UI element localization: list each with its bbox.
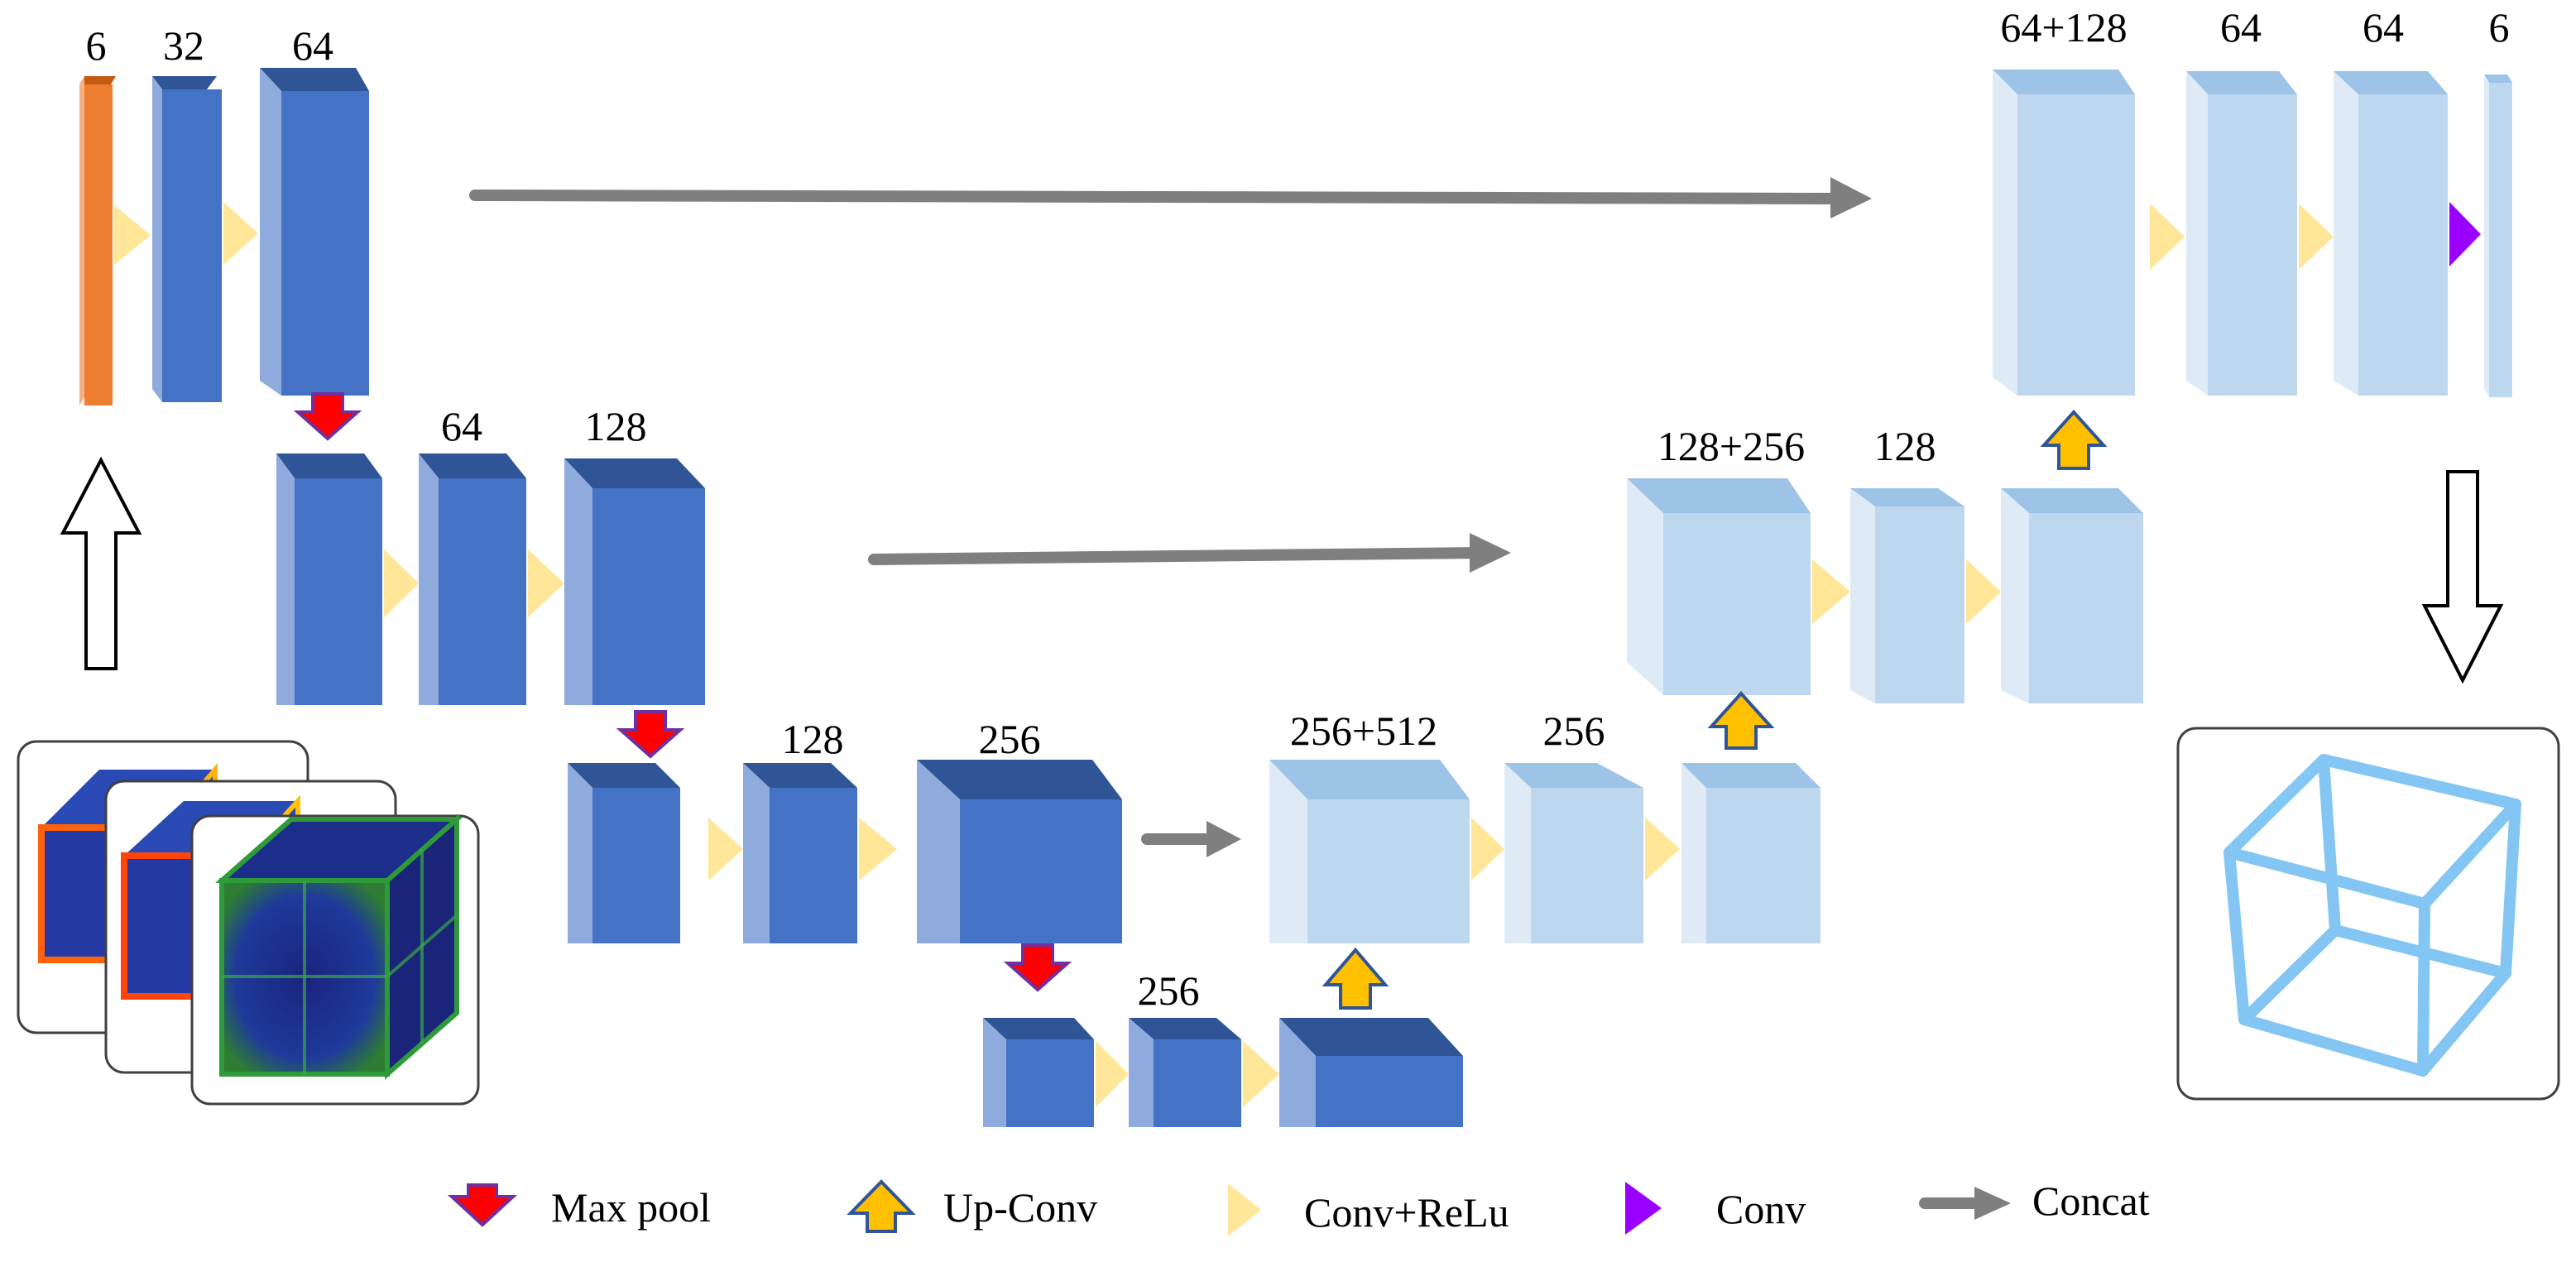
encoder-block-128-l3b (743, 763, 857, 943)
max-pool-icon (293, 392, 362, 441)
label-enc3-256: 256 (979, 716, 1041, 762)
input-point-cloud-stack (17, 740, 480, 1106)
conv-relu-icon (2299, 204, 2334, 270)
conv-relu-icon (1243, 1041, 1279, 1107)
label-dec1-64b: 64 (2363, 4, 2404, 50)
conv-relu-markers (114, 202, 2334, 1107)
label-input-6: 6 (86, 22, 107, 69)
decoder-block-256-512 (1269, 760, 1470, 943)
encoder-block-32 (152, 76, 222, 402)
wireframe-cube-icon (2223, 754, 2521, 1077)
output-layer-6 (2484, 74, 2512, 397)
decoder-block-128-256 (1627, 478, 1811, 695)
conv-relu-icon (384, 549, 419, 617)
encoder-block-128-l3a (568, 763, 680, 943)
legend-conv-label: Conv (1716, 1186, 1806, 1232)
legend-conv-relu-label: Conv+ReLu (1304, 1189, 1509, 1236)
conv-relu-icon (859, 818, 897, 881)
legend-concat-label: Concat (2032, 1178, 2150, 1224)
conv-relu-icon (1096, 1041, 1129, 1107)
label-enc1-64: 64 (292, 22, 333, 69)
decoder-block-64a (2186, 71, 2297, 396)
conv-relu-icon (1645, 818, 1680, 881)
decoder-block-256-l3b (1681, 763, 1820, 943)
label-enc2-64: 64 (441, 403, 482, 449)
decoder-block-128-l2a (1850, 488, 1964, 703)
label-dec1-64a: 64 (2220, 4, 2262, 50)
label-dec1-concat: 64+128 (2000, 4, 2127, 50)
conv-relu-icon (114, 205, 151, 265)
legend-conv-icon (1625, 1182, 1662, 1235)
legend-max-pool-label: Max pool (551, 1184, 711, 1231)
up-conv-icon (1322, 947, 1389, 1010)
encoder-block-64 (260, 68, 369, 396)
conv-icon (2449, 202, 2481, 266)
input-layer-6 (79, 76, 116, 405)
legend-max-pool-icon (447, 1183, 518, 1227)
conv-relu-icon (2150, 204, 2185, 270)
conv-relu-icon (708, 818, 743, 881)
label-enc2-128: 128 (585, 403, 647, 449)
concat-arrowhead-icon (1206, 821, 1241, 857)
concat-arrow-l1 (469, 190, 1844, 204)
up-conv-markers (1322, 410, 2108, 1010)
max-pool-markers (293, 392, 1072, 992)
conv-relu-icon (223, 202, 258, 265)
label-dec2-concat: 128+256 (1657, 423, 1805, 469)
hollow-up-arrow-icon (60, 456, 142, 670)
hollow-down-arrow-icon (2421, 470, 2504, 684)
conv-relu-icon (1812, 559, 1850, 624)
concat-arrow-l2 (868, 547, 1484, 565)
max-pool-icon (616, 710, 685, 759)
encoder-block-64-l2a (276, 453, 382, 705)
conv-relu-icon (528, 549, 564, 617)
bottleneck-block-a (983, 1018, 1094, 1127)
label-enc3-128: 128 (782, 716, 844, 762)
legend: Max pool Up-Conv Conv+ReLu Conv Concat (447, 1178, 2150, 1236)
label-dec3-concat: 256+512 (1290, 708, 1437, 754)
legend-conv-relu-icon (1228, 1183, 1261, 1236)
decoder-block-128-l2b (2001, 488, 2143, 703)
legend-up-conv-icon (847, 1179, 916, 1233)
encoder-block-64-l2b (419, 453, 526, 705)
decoder-block-64b (2334, 71, 2448, 396)
decoder-block-64-128 (1993, 70, 2135, 396)
label-dec2-128: 128 (1874, 423, 1936, 469)
block-labels: 6 32 64 64 128 128 256 256 256+512 256 1… (86, 4, 2510, 1014)
max-pool-icon (1003, 943, 1072, 992)
label-bottleneck-256: 256 (1138, 967, 1200, 1014)
bottleneck-block-b (1129, 1018, 1241, 1127)
label-enc1-32: 32 (163, 22, 204, 69)
up-conv-icon (1707, 691, 1775, 750)
encoder-block-256-l3 (917, 760, 1122, 943)
encoder-block-128-l2 (564, 458, 705, 705)
label-dec3-256: 256 (1543, 708, 1605, 754)
decoder-block-256-l3a (1504, 763, 1643, 943)
up-conv-icon (2040, 410, 2108, 470)
heatmap-cube-front (215, 813, 463, 1080)
conv-relu-icon (1471, 818, 1504, 881)
concat-arrows (469, 177, 1872, 857)
legend-up-conv-label: Up-Conv (943, 1184, 1097, 1231)
concat-arrowhead-icon (1470, 533, 1511, 573)
conv-relu-icon (1966, 559, 2001, 624)
output-wireframe-card (2176, 727, 2560, 1101)
label-output-6: 6 (2489, 4, 2510, 50)
concat-arrowhead-icon (1830, 177, 1872, 218)
legend-concat-icon (1974, 1187, 2011, 1220)
bottleneck-block-256 (1279, 1018, 1463, 1127)
